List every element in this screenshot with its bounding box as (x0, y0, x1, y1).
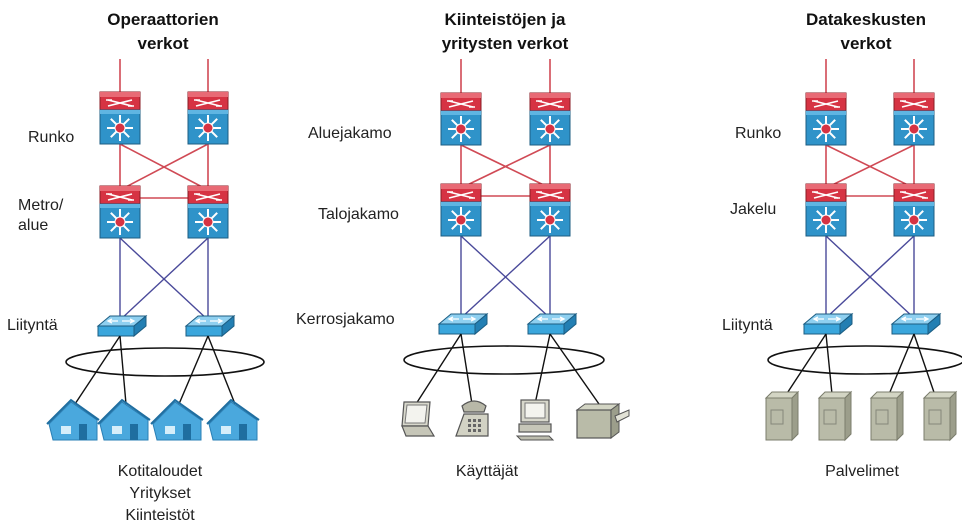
ring-ellipse (65, 347, 265, 377)
ring-ellipse (767, 345, 962, 375)
endpoint-caption: Kotitaloudet (118, 463, 203, 480)
layer-label: Jakelu (730, 201, 776, 218)
layer-label: Metro/alue (18, 197, 64, 234)
router-icon (529, 183, 571, 237)
router-icon (893, 183, 935, 237)
server-icon (817, 390, 853, 442)
access-link (119, 335, 127, 405)
server-icon (869, 390, 905, 442)
access-link (74, 335, 121, 405)
desktop-computer-icon (515, 399, 555, 441)
house-icon (46, 398, 100, 441)
layer-label: Liityntä (7, 317, 58, 334)
access-link (534, 333, 551, 405)
router-icon (187, 91, 229, 145)
column-title: yritysten verkot (442, 34, 569, 53)
column-title: Operaattorien (107, 10, 218, 29)
house-icon (97, 398, 151, 441)
router-icon (529, 92, 571, 146)
phone-icon (455, 400, 489, 437)
endpoint-caption: Käyttäjät (456, 463, 519, 480)
router-icon (99, 91, 141, 145)
access-switch-icon (526, 312, 578, 336)
access-switch-icon (96, 314, 148, 338)
layer-label: Runko (735, 125, 781, 142)
printer-icon (575, 403, 630, 439)
router-icon (187, 185, 229, 239)
router-icon (99, 185, 141, 239)
core-link (119, 143, 209, 191)
distribution-link (825, 235, 915, 319)
server-icon (764, 390, 800, 442)
column-title: Datakeskusten (806, 10, 926, 29)
server-icon (922, 390, 958, 442)
distribution-link (119, 237, 209, 321)
access-switch-icon (437, 312, 489, 336)
distribution-link (460, 235, 551, 319)
endpoint-caption: Palvelimet (825, 463, 899, 480)
access-switch-icon (802, 312, 854, 336)
core-link (460, 144, 551, 189)
layer-label: Runko (28, 129, 74, 146)
network-column-1: Operaattorien verkotRunkoMetro/alueLiityn… (7, 10, 265, 524)
house-icon (206, 398, 260, 441)
access-switch-icon (184, 314, 236, 338)
layer-label: Liityntä (722, 317, 773, 334)
access-switch-icon (890, 312, 942, 336)
router-icon (893, 92, 935, 146)
endpoint-caption: Kiinteistöt (125, 507, 195, 524)
access-link (460, 333, 473, 405)
router-icon (805, 183, 847, 237)
network-column-2: Kiinteistöjen ja yritysten verkotAluejaka… (296, 10, 630, 480)
router-icon (440, 183, 482, 237)
access-link (549, 333, 600, 405)
router-icon (805, 92, 847, 146)
access-link (415, 333, 462, 405)
column-title: verkot (137, 34, 188, 53)
column-title: Kiinteistöjen ja (445, 10, 566, 29)
house-icon (150, 398, 204, 441)
endpoint-caption: Yritykset (129, 485, 191, 502)
layer-label: Kerrosjakamo (296, 311, 395, 328)
laptop-icon (401, 401, 436, 437)
ring-ellipse (403, 345, 605, 375)
core-link (825, 144, 915, 189)
access-link (178, 335, 209, 405)
access-link (207, 335, 236, 405)
layer-label: Aluejakamo (308, 125, 392, 142)
network-column-3: Datakeskusten verkotRunkoJakeluLiityntäPa… (722, 10, 962, 480)
layer-label: Talojakamo (318, 206, 399, 223)
router-icon (440, 92, 482, 146)
column-title: verkot (840, 34, 891, 53)
